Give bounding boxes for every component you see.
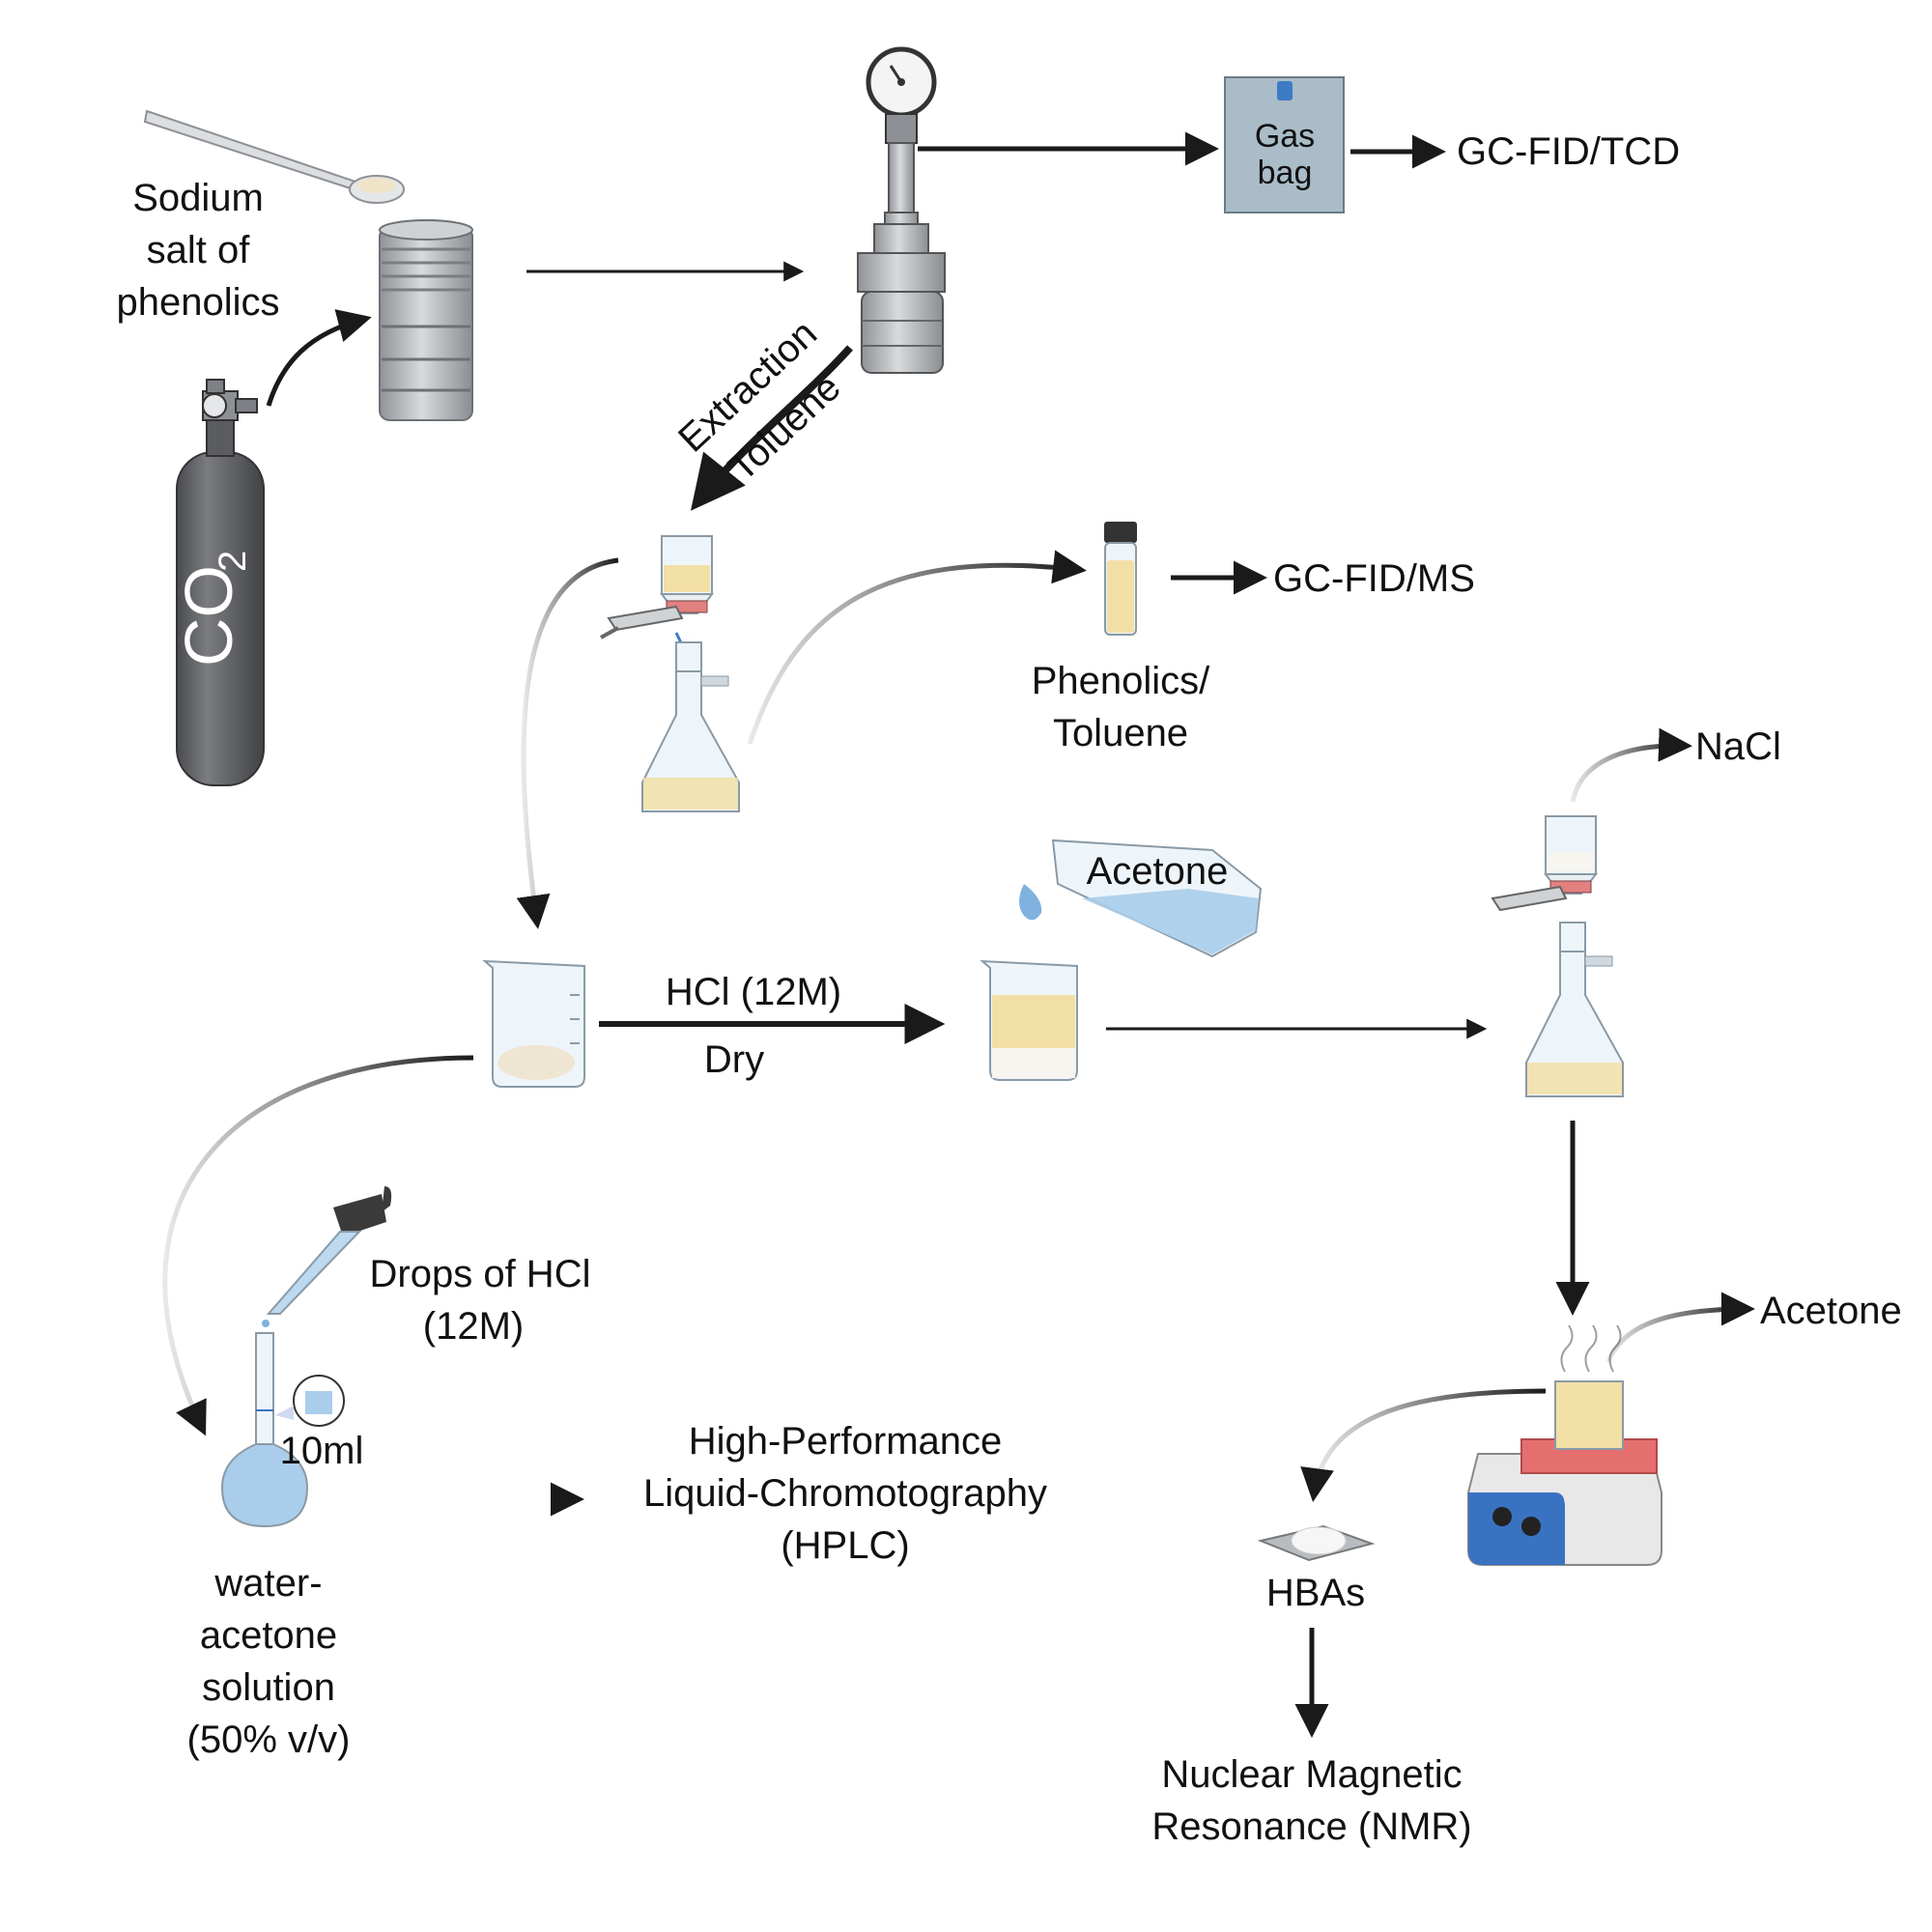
hbas-dish-icon [1257, 1524, 1376, 1562]
volume-label: 10ml [280, 1430, 364, 1472]
gc-fid-tcd-label: GC-FID/TCD [1457, 130, 1680, 173]
arrow-beaker-to-flask [162, 1055, 474, 1436]
svg-text:(50% v/v): (50% v/v) [187, 1719, 351, 1761]
svg-text:High-Performance: High-Performance [689, 1420, 1003, 1463]
acetone-flask-icon: Acetone [1019, 838, 1263, 958]
arrow-co2-to-reactor [266, 309, 372, 407]
arrow-filtrate-to-vial [747, 550, 1087, 745]
svg-text:CO: CO [171, 565, 246, 667]
svg-text:Resonance (NMR): Resonance (NMR) [1151, 1805, 1471, 1848]
svg-text:salt of: salt of [147, 229, 251, 271]
arrow-filter-to-beaker [516, 557, 619, 929]
nacl-label: NaCl [1695, 725, 1781, 768]
spatula-icon [143, 109, 405, 204]
beaker-slurry-icon [980, 959, 1078, 1081]
acetone-out-label: Acetone [1760, 1290, 1902, 1332]
arrow-hotplate-to-hbas [1300, 1388, 1547, 1502]
svg-text:Sodium: Sodium [132, 177, 264, 219]
svg-text:Liquid-Chromotography: Liquid-Chromotography [643, 1472, 1047, 1515]
svg-text:phenolics: phenolics [116, 281, 279, 324]
co2-cylinder-icon: CO 2 [171, 379, 265, 786]
svg-text:2: 2 [212, 551, 254, 572]
svg-text:bag: bag [1258, 155, 1313, 191]
hcl-12m-label: HCl (12M) [666, 971, 841, 1013]
drops-hcl-label: Drops of HCl (12M) [370, 1253, 591, 1348]
nmr-label: Nuclear Magnetic Resonance (NMR) [1151, 1753, 1471, 1848]
water-acetone-label: water- acetone solution (50% v/v) [187, 1562, 351, 1761]
vacuum-filtration-2-icon [1491, 815, 1624, 1097]
svg-text:Acetone: Acetone [1087, 850, 1229, 893]
svg-text:solution: solution [202, 1666, 335, 1709]
hbas-label: HBAs [1266, 1572, 1365, 1614]
svg-text:Phenolics/: Phenolics/ [1032, 660, 1210, 702]
hplc-label: High-Performance Liquid-Chromotography (… [643, 1420, 1047, 1567]
svg-text:Drops of HCl: Drops of HCl [370, 1253, 591, 1295]
svg-text:water-: water- [213, 1562, 322, 1605]
reactor-vessel-icon [379, 219, 473, 421]
gc-fid-ms-label: GC-FID/MS [1273, 557, 1475, 600]
svg-text:Nuclear Magnetic: Nuclear Magnetic [1161, 1753, 1462, 1796]
pressure-reactor-icon [857, 46, 946, 374]
arrow-filter-to-nacl [1570, 727, 1692, 803]
svg-text:Toluene: Toluene [1053, 712, 1188, 754]
arrow-extraction [691, 345, 853, 511]
vial-icon [1104, 522, 1137, 636]
svg-text:acetone: acetone [200, 1614, 337, 1657]
volumetric-flask-icon [220, 1332, 345, 1528]
gas-bag-icon: Gas bag [1224, 76, 1345, 213]
phenolics-toluene-label: Phenolics/ Toluene [1032, 660, 1210, 754]
dropper-icon [262, 1186, 392, 1327]
svg-text:Gas: Gas [1255, 118, 1315, 155]
svg-text:(12M): (12M) [423, 1305, 524, 1348]
dry-label: Dry [704, 1038, 764, 1081]
sodium-salt-label: Sodium salt of phenolics [116, 177, 279, 324]
beaker-precipitate-icon [482, 959, 585, 1088]
svg-text:(HPLC): (HPLC) [781, 1524, 909, 1567]
vacuum-filtration-icon [600, 535, 740, 812]
arrow-hotplate-to-acetone [1605, 1292, 1755, 1363]
hotplate-icon [1467, 1324, 1662, 1566]
